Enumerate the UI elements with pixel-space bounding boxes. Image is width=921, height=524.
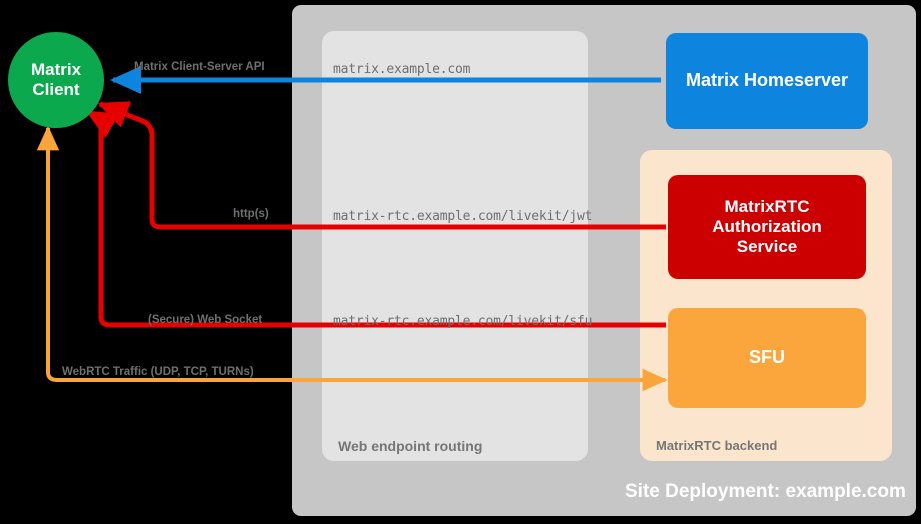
- matrixrtc-backend-label: MatrixRTC backend: [656, 438, 778, 453]
- web-endpoint-routing-group: [322, 31, 588, 461]
- matrix-homeserver-label: Matrix Homeserver: [685, 70, 849, 91]
- web-endpoint-routing-label: Web endpoint routing: [338, 438, 483, 454]
- edge-webrtc-traffic: [46, 140, 660, 382]
- node-matrix-homeserver[interactable]: Matrix Homeserver: [666, 33, 868, 129]
- matrix-client-label-line2: Client: [32, 80, 80, 99]
- node-sfu[interactable]: SFU: [668, 308, 866, 408]
- edge-label-webrtc-traffic: WebRTC Traffic (UDP, TCP, TURNs): [62, 366, 254, 378]
- auth-service-label-line1: MatrixRTC: [724, 196, 810, 216]
- edge-label-sfu-websocket: (Secure) Web Socket: [148, 314, 263, 326]
- matrix-client-label-line1: Matrix: [30, 60, 82, 80]
- edge-sfu-websocket: [85, 109, 666, 328]
- url-label-matrix-example-com: matrix.example.com: [333, 62, 471, 77]
- url-label-livekit-sfu: matrix-rtc.example.com/livekit/sfu: [333, 314, 593, 329]
- node-matrix-client[interactable]: Matrix Client: [8, 32, 104, 128]
- node-matrixrtc-authorization-service[interactable]: MatrixRTC Authorization Service: [668, 175, 866, 279]
- auth-service-label-line3: Service: [736, 237, 798, 257]
- site-deployment-label: Site Deployment: example.com: [625, 481, 906, 502]
- edge-label-client-server-api: Matrix Client-Server API: [134, 61, 265, 73]
- sfu-label: SFU: [749, 347, 785, 368]
- edge-label-jwt-http: http(s): [233, 208, 269, 220]
- auth-service-label-line2: Authorization: [712, 216, 822, 236]
- edge-jwt-http: [97, 101, 666, 230]
- url-label-livekit-jwt: matrix-rtc.example.com/livekit/jwt: [333, 209, 593, 224]
